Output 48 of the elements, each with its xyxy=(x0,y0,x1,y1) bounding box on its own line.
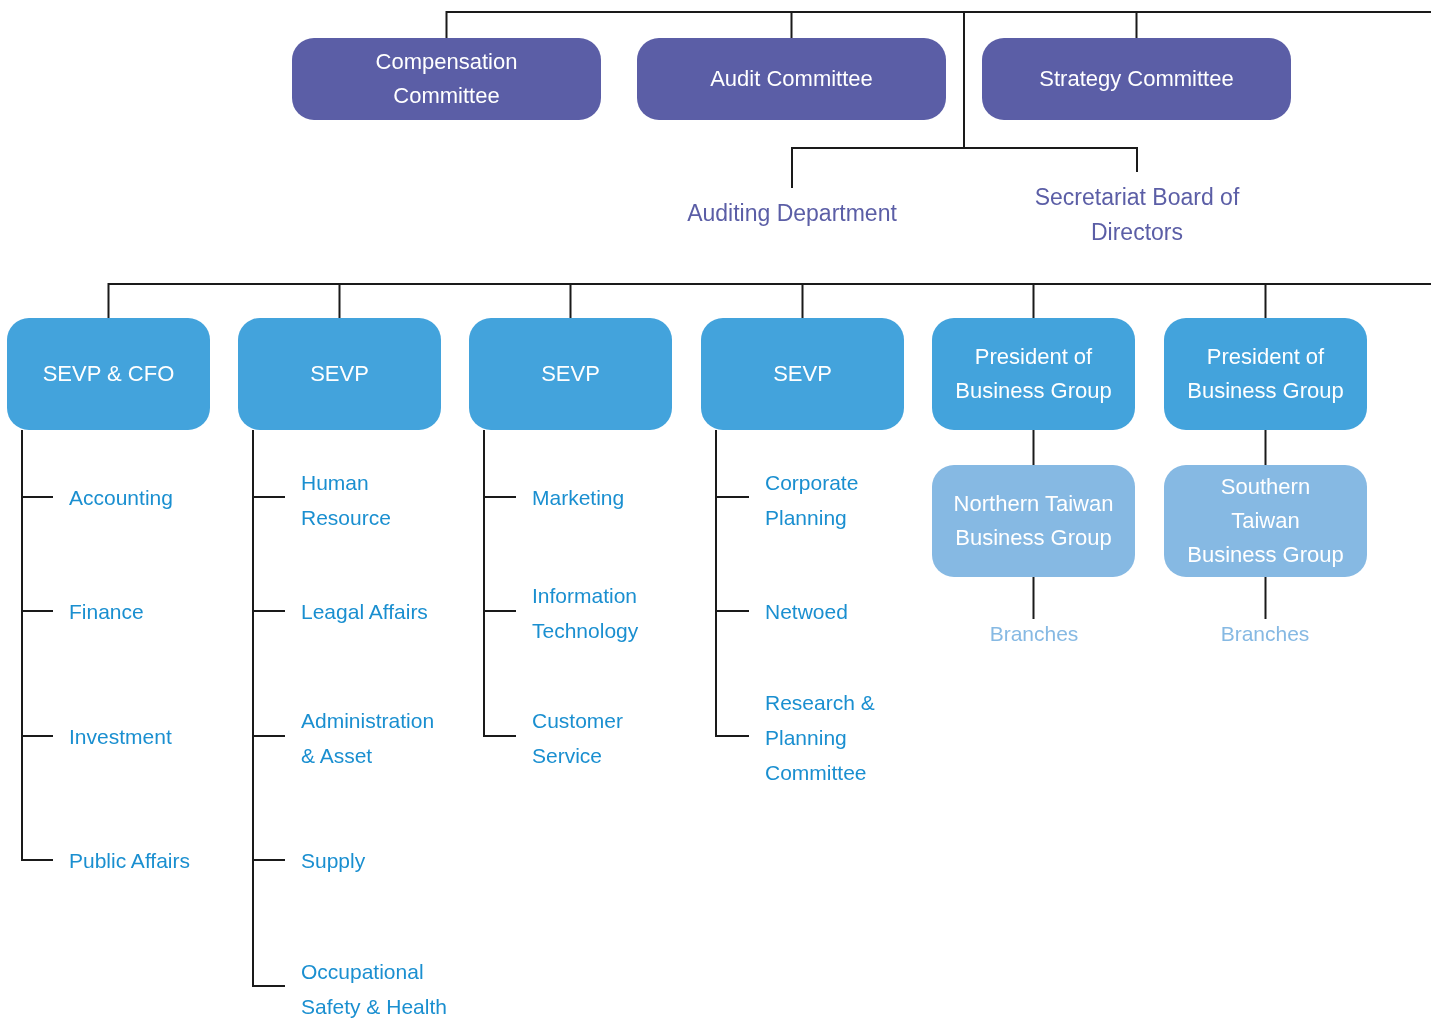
department-label: Supply xyxy=(301,843,451,878)
executive-box xyxy=(7,318,210,430)
connector-line xyxy=(1264,576,1267,620)
branches-label: Branches xyxy=(974,619,1094,649)
department-label: Secretariat Board of Directors xyxy=(1012,180,1262,250)
executive-box xyxy=(932,318,1135,430)
department-label: Leagal Affairs xyxy=(301,594,466,629)
box-label: SEVP xyxy=(310,360,369,388)
executive-box xyxy=(701,318,904,430)
department-label: Customer Service xyxy=(532,703,642,773)
box-label: Strategy Committee xyxy=(1039,65,1234,93)
department-label: Finance xyxy=(69,594,239,629)
executive-box xyxy=(238,318,441,430)
box-label: SEVP xyxy=(773,360,832,388)
connector-line xyxy=(715,429,750,737)
branches-label: Branches xyxy=(1205,619,1325,649)
box-label: Northern Taiwan Business Group xyxy=(953,490,1114,552)
department-label: Occupational Safety & Health xyxy=(301,954,451,1021)
box-label: President of Business Group xyxy=(954,343,1113,405)
business-group-box xyxy=(932,465,1135,577)
department-label: Corporate Planning xyxy=(765,465,875,535)
executive-box xyxy=(469,318,672,430)
box-label: Southern Taiwan Business Group xyxy=(1186,473,1345,569)
box-label: SEVP & CFO xyxy=(42,360,175,388)
box-label: Compensation Committee xyxy=(374,48,519,110)
department-label: Netwoed xyxy=(765,594,915,629)
department-label: Marketing xyxy=(532,480,692,515)
box-label: President of Business Group xyxy=(1186,343,1345,405)
department-label: Accounting xyxy=(69,480,239,515)
committee-box xyxy=(637,38,946,120)
executive-box xyxy=(1164,318,1367,430)
box-label: SEVP xyxy=(541,360,600,388)
department-label: Public Affairs xyxy=(69,843,239,878)
connector-line xyxy=(1264,283,1431,319)
department-label: Auditing Department xyxy=(652,196,932,232)
committee-box xyxy=(292,38,601,120)
business-group-box xyxy=(1164,465,1367,577)
department-label: Information Technology xyxy=(532,578,652,648)
committee-box xyxy=(982,38,1291,120)
department-label: Administration & Asset xyxy=(301,703,451,773)
department-label: Investment xyxy=(69,719,239,754)
connector-line xyxy=(1032,429,1035,466)
connector-line xyxy=(483,429,517,737)
department-label: Research & Planning Committee xyxy=(765,685,875,790)
box-label: Audit Committee xyxy=(710,65,873,93)
connector-line xyxy=(1032,576,1035,620)
connector-line xyxy=(1264,429,1267,466)
department-label: Human Resource xyxy=(301,465,421,535)
